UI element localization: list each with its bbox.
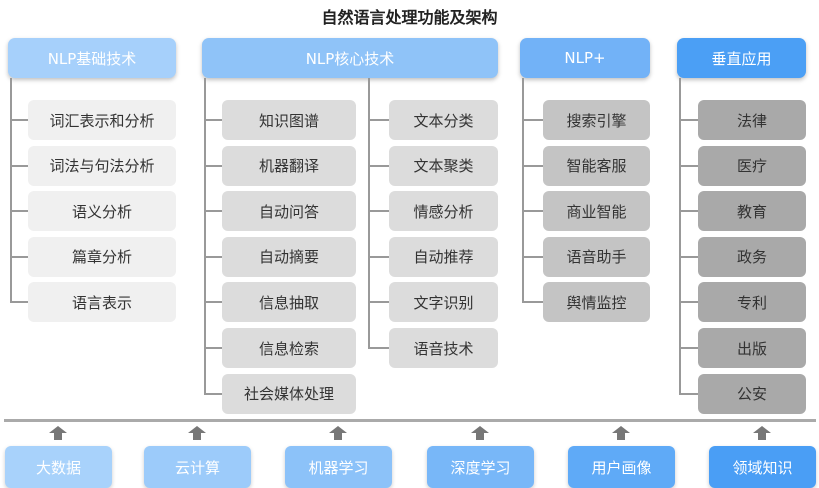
tree-line bbox=[679, 78, 681, 394]
branch-line bbox=[204, 210, 222, 213]
list-item: 词汇表示和分析 bbox=[28, 100, 176, 140]
tree-line bbox=[368, 78, 370, 348]
branch-line bbox=[522, 210, 543, 213]
list-item: 知识图谱 bbox=[222, 100, 356, 140]
tree-line bbox=[522, 78, 524, 303]
tree-line bbox=[10, 78, 12, 303]
arrow-up-icon bbox=[49, 426, 67, 433]
branch-line bbox=[10, 164, 28, 167]
list-item: 智能客服 bbox=[543, 145, 650, 186]
list-item: 社会媒体处理 bbox=[222, 373, 356, 414]
branch-line bbox=[10, 255, 28, 258]
branch-line bbox=[204, 392, 222, 395]
branch-line bbox=[368, 210, 389, 213]
list-item: 机器翻译 bbox=[222, 145, 356, 186]
column-header: NLP基础技术 bbox=[8, 38, 176, 78]
foundation-box: 深度学习 bbox=[427, 446, 534, 488]
list-item: 政务 bbox=[698, 236, 806, 277]
arrow-up-icon bbox=[329, 426, 347, 433]
list-item: 语言表示 bbox=[28, 282, 176, 323]
list-item: 词法与句法分析 bbox=[28, 145, 176, 186]
list-item: 舆情监控 bbox=[543, 282, 650, 323]
list-item: 文本分类 bbox=[389, 100, 498, 140]
list-item: 法律 bbox=[698, 100, 806, 140]
arrow-up-icon bbox=[471, 426, 489, 433]
branch-line bbox=[10, 210, 28, 213]
branch-line bbox=[368, 301, 389, 304]
branch-line bbox=[522, 119, 543, 121]
arrow-stem bbox=[758, 433, 766, 440]
list-item: 信息检索 bbox=[222, 328, 356, 368]
foundation-box: 机器学习 bbox=[285, 446, 392, 488]
foundation-box: 领域知识 bbox=[709, 446, 816, 488]
arrow-up-icon bbox=[612, 426, 630, 433]
branch-line bbox=[368, 119, 389, 121]
branch-line bbox=[679, 392, 698, 395]
list-item: 信息抽取 bbox=[222, 282, 356, 323]
branch-line bbox=[679, 119, 698, 121]
branch-line bbox=[522, 301, 543, 304]
list-item: 语义分析 bbox=[28, 191, 176, 232]
arrow-stem bbox=[617, 433, 625, 440]
branch-line bbox=[204, 301, 222, 304]
branch-line bbox=[679, 164, 698, 167]
arrow-stem bbox=[54, 433, 62, 440]
list-item: 出版 bbox=[698, 328, 806, 368]
branch-line bbox=[368, 255, 389, 258]
list-item: 语音助手 bbox=[543, 236, 650, 277]
column-header: NLP+ bbox=[520, 38, 650, 78]
list-item: 公安 bbox=[698, 373, 806, 414]
list-item: 自动问答 bbox=[222, 191, 356, 232]
branch-line bbox=[679, 210, 698, 213]
list-item: 医疗 bbox=[698, 145, 806, 186]
foundation-box: 用户画像 bbox=[568, 446, 675, 488]
branch-line bbox=[10, 301, 28, 304]
arrow-stem bbox=[476, 433, 484, 440]
branch-line bbox=[522, 164, 543, 167]
list-item: 自动推荐 bbox=[389, 236, 498, 277]
arrow-up-icon bbox=[753, 426, 771, 433]
list-item: 自动摘要 bbox=[222, 236, 356, 277]
column-header: 垂直应用 bbox=[677, 38, 806, 78]
arrow-up-icon bbox=[188, 426, 206, 433]
list-item: 教育 bbox=[698, 191, 806, 232]
branch-line bbox=[10, 119, 28, 121]
branch-line bbox=[368, 164, 389, 167]
branch-line bbox=[679, 347, 698, 349]
branch-line bbox=[204, 164, 222, 167]
foundation-box: 云计算 bbox=[144, 446, 251, 488]
list-item: 文本聚类 bbox=[389, 145, 498, 186]
list-item: 文字识别 bbox=[389, 282, 498, 323]
branch-line bbox=[679, 255, 698, 258]
arrow-stem bbox=[334, 433, 342, 440]
arrow-stem bbox=[193, 433, 201, 440]
branch-line bbox=[368, 347, 389, 349]
list-item: 情感分析 bbox=[389, 191, 498, 232]
branch-line bbox=[204, 347, 222, 349]
branch-line bbox=[522, 255, 543, 258]
list-item: 篇章分析 bbox=[28, 236, 176, 277]
branch-line bbox=[204, 255, 222, 258]
foundation-box: 大数据 bbox=[5, 446, 112, 488]
list-item: 语音技术 bbox=[389, 328, 498, 368]
branch-line bbox=[679, 301, 698, 304]
tree-line bbox=[204, 78, 206, 394]
column-header: NLP核心技术 bbox=[202, 38, 498, 78]
list-item: 商业智能 bbox=[543, 191, 650, 232]
baseline-divider bbox=[4, 419, 816, 422]
diagram-title: 自然语言处理功能及架构 bbox=[321, 8, 498, 27]
list-item: 搜索引擎 bbox=[543, 100, 650, 140]
list-item: 专利 bbox=[698, 282, 806, 323]
branch-line bbox=[204, 119, 222, 121]
